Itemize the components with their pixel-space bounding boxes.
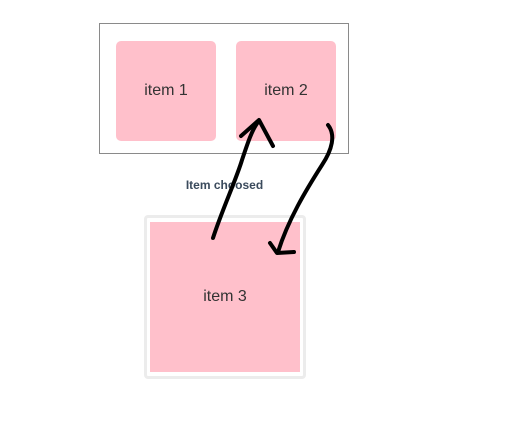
- chosen-heading: Item choosed: [185, 178, 264, 192]
- draggable-item-2[interactable]: item 2: [236, 41, 336, 141]
- item-label: item 3: [203, 288, 247, 305]
- source-container: item 1 item 2: [99, 23, 349, 154]
- item-label: item 2: [264, 82, 308, 99]
- item-label: item 1: [144, 82, 188, 99]
- draggable-item-3[interactable]: item 3: [150, 222, 300, 372]
- drop-target-container[interactable]: item 3: [144, 215, 306, 379]
- draggable-item-1[interactable]: item 1: [116, 41, 216, 141]
